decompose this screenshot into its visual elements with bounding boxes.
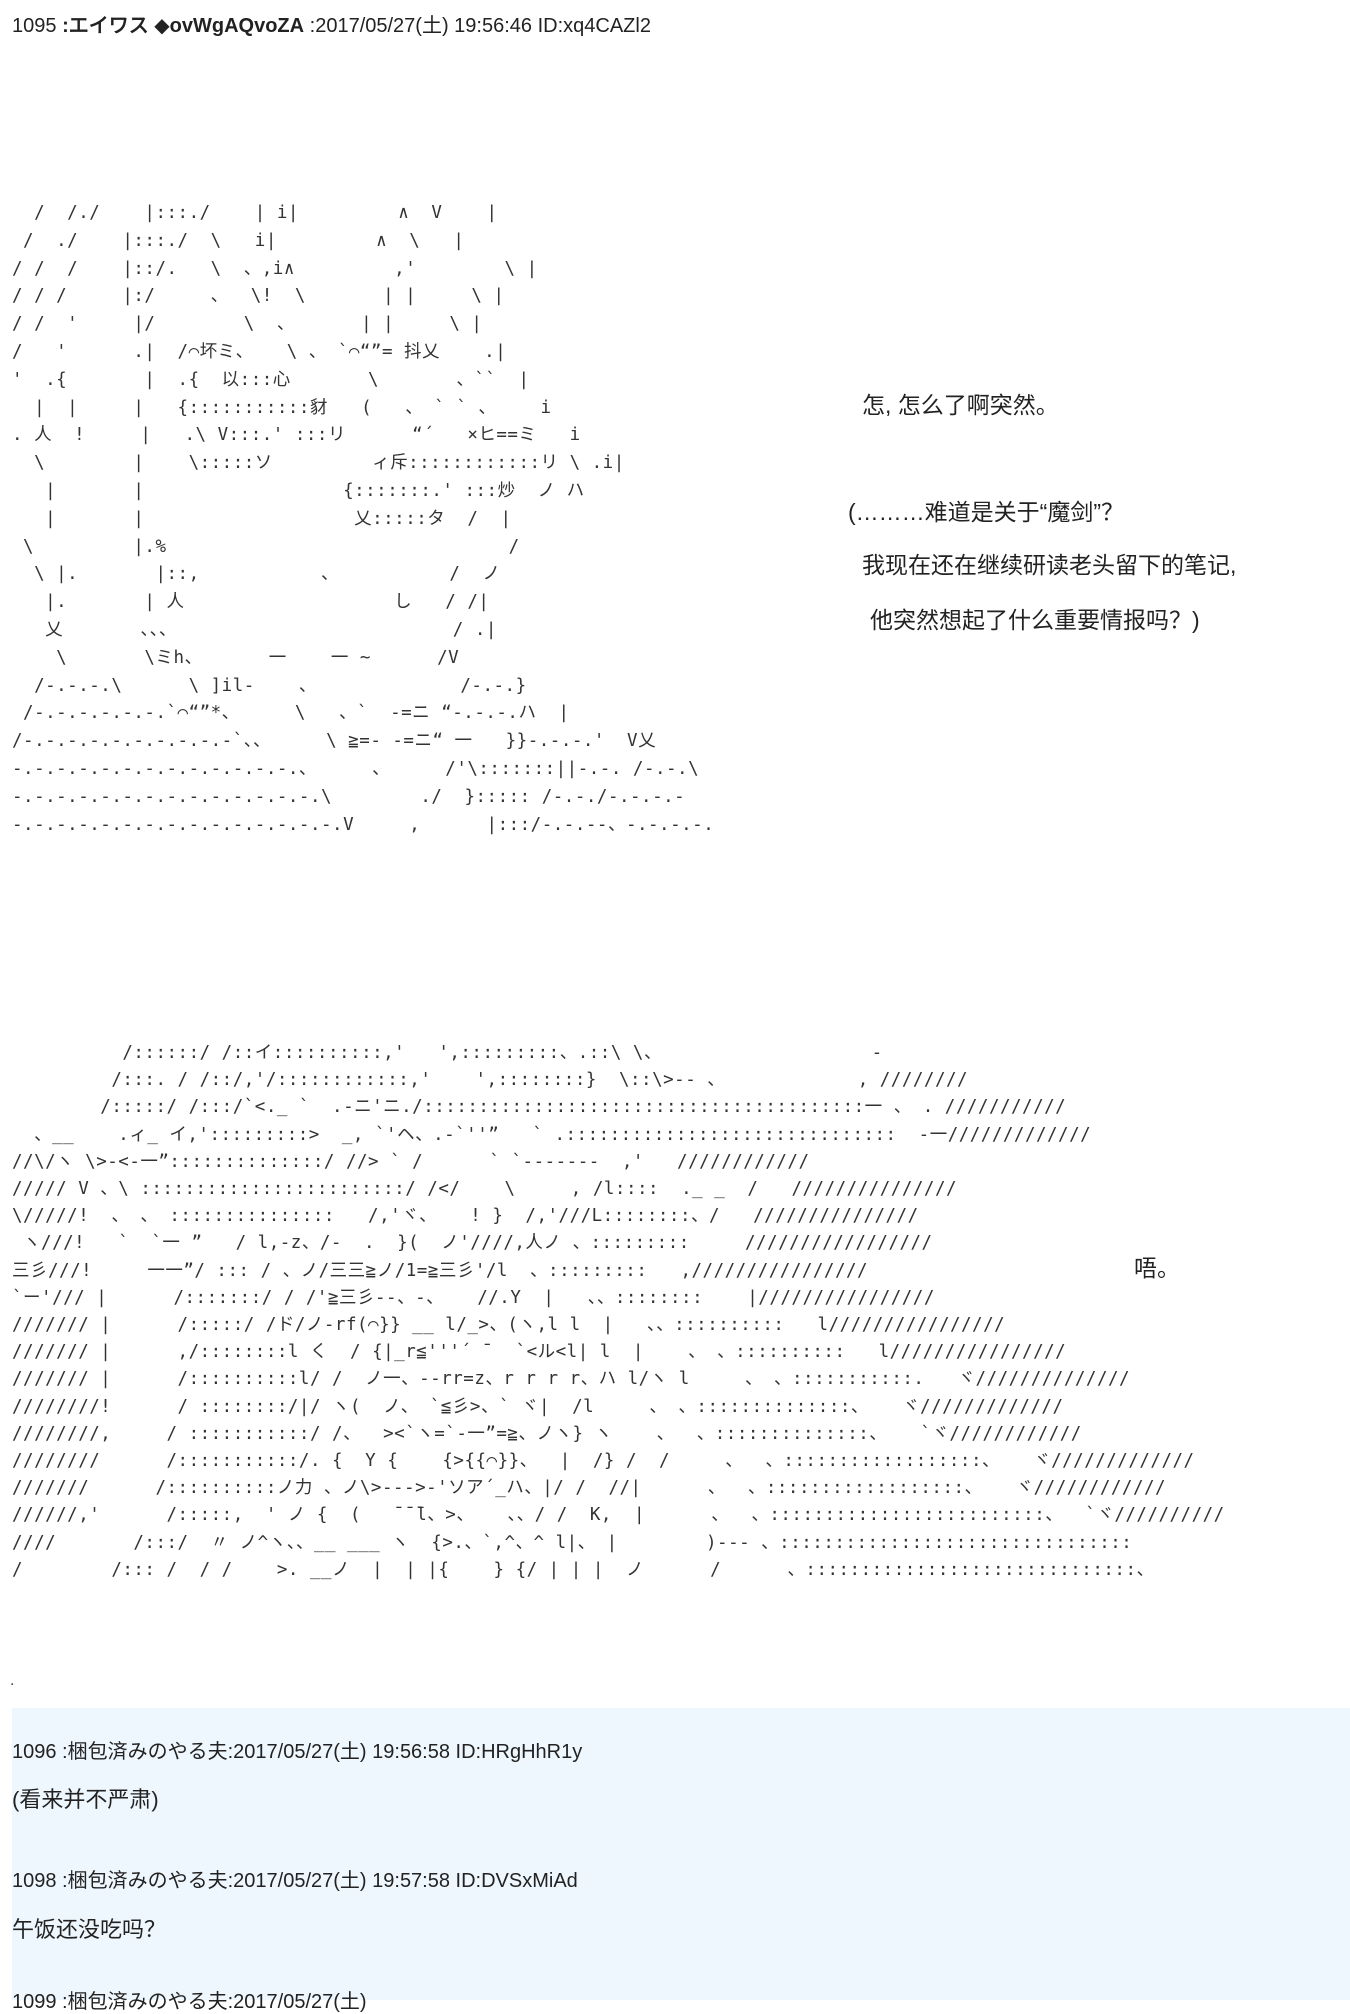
dialog-line-1: 怎, 怎么了啊突然。 [862,392,1059,418]
reply-area [12,1708,1350,2000]
post-header-1095: 1095 :エイワス ◆ovWgAQvoZA :2017/05/27(土) 19… [12,14,651,38]
dialog-line-5: 唔。 [1134,1255,1180,1281]
ascii-art-figure: /::::::/ /::イ::::::::::,' ',:::::::::、.:… [12,1043,1225,1580]
dialog-line-2: (………难道是关于“魔剑”？ [848,499,1124,525]
post-header-next: 1099 :梱包済みのやる夫:2017/05/27(土) [12,1991,367,2013]
post-header-1096: 1096 :梱包済みのやる夫:2017/05/27(土) 19:56:58 ID… [12,1741,583,1763]
dialog-line-4: 他突然想起了什么重要情报吗？) [870,607,1200,633]
poster-name-link[interactable]: :エイワス ◆ovWgAQvoZA [62,15,305,37]
post-body-1096: (看来并不严肃) [12,1787,159,1812]
dialog-line-3: 我现在还在继续研读老头留下的笔记, [862,552,1237,578]
post-body-1098: 午饭还没吃吗？ [12,1917,167,1942]
post-meta: :2017/05/27(土) 19:56:46 ID:xq4CAZl2 [304,15,651,37]
separator-dot: . [10,1672,15,1689]
post-number: 1095 [12,15,63,37]
post-header-1098: 1098 :梱包済みのやる夫:2017/05/27(土) 19:57:58 ID… [12,1870,578,1892]
ascii-art-face: / /./ |:::./ | i| ∧ V | / ./ |:::./ \ i|… [12,203,715,835]
